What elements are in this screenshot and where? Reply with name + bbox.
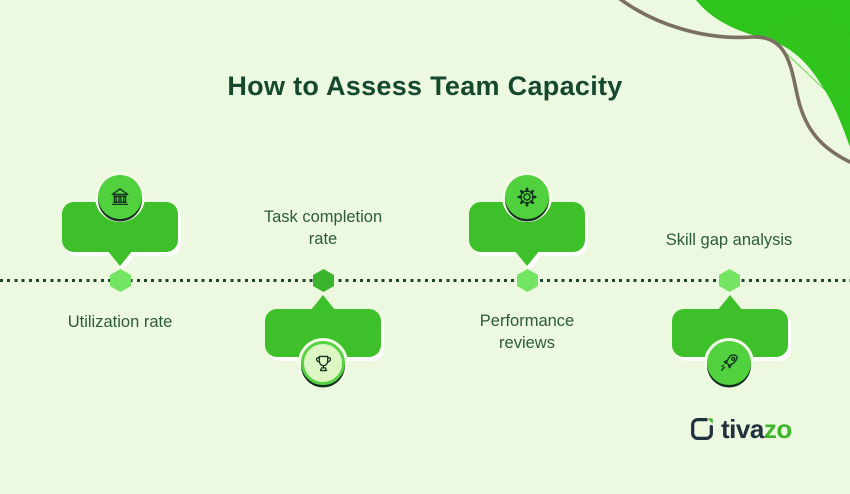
icon-badge-1-inner — [98, 175, 142, 219]
icon-badge-2 — [298, 338, 348, 388]
trophy-icon — [315, 355, 331, 371]
logo-text: tivazo — [721, 416, 792, 442]
timeline-marker-4 — [719, 269, 740, 292]
icon-badge-4-inner — [707, 341, 751, 385]
brand-logo: tivazo — [689, 416, 792, 442]
timeline-line — [0, 279, 850, 282]
icon-badge-4 — [704, 338, 754, 388]
timeline-marker-1 — [110, 269, 131, 292]
milestone-label-4: Skill gap analysis — [665, 231, 793, 249]
milestone-label-1: Utilization rate — [67, 313, 173, 331]
bank-icon — [111, 188, 129, 206]
logo-text-suffix: zo — [763, 414, 792, 444]
logo-text-prefix: tiva — [721, 414, 764, 444]
page-title: How to Assess Team Capacity — [227, 71, 623, 101]
icon-badge-3-inner — [505, 175, 549, 219]
gear-icon — [517, 187, 537, 207]
icon-badge-1 — [95, 172, 145, 222]
logo-mark-icon — [691, 418, 713, 440]
icon-badge-3 — [502, 172, 552, 222]
rocket-icon — [720, 354, 738, 372]
milestone-label-2: Task completion rate — [263, 208, 383, 248]
milestone-label-3: Performance reviews — [479, 312, 575, 352]
timeline-marker-2 — [313, 269, 334, 292]
icon-badge-2-inner — [301, 341, 345, 385]
timeline-marker-3 — [517, 269, 538, 292]
